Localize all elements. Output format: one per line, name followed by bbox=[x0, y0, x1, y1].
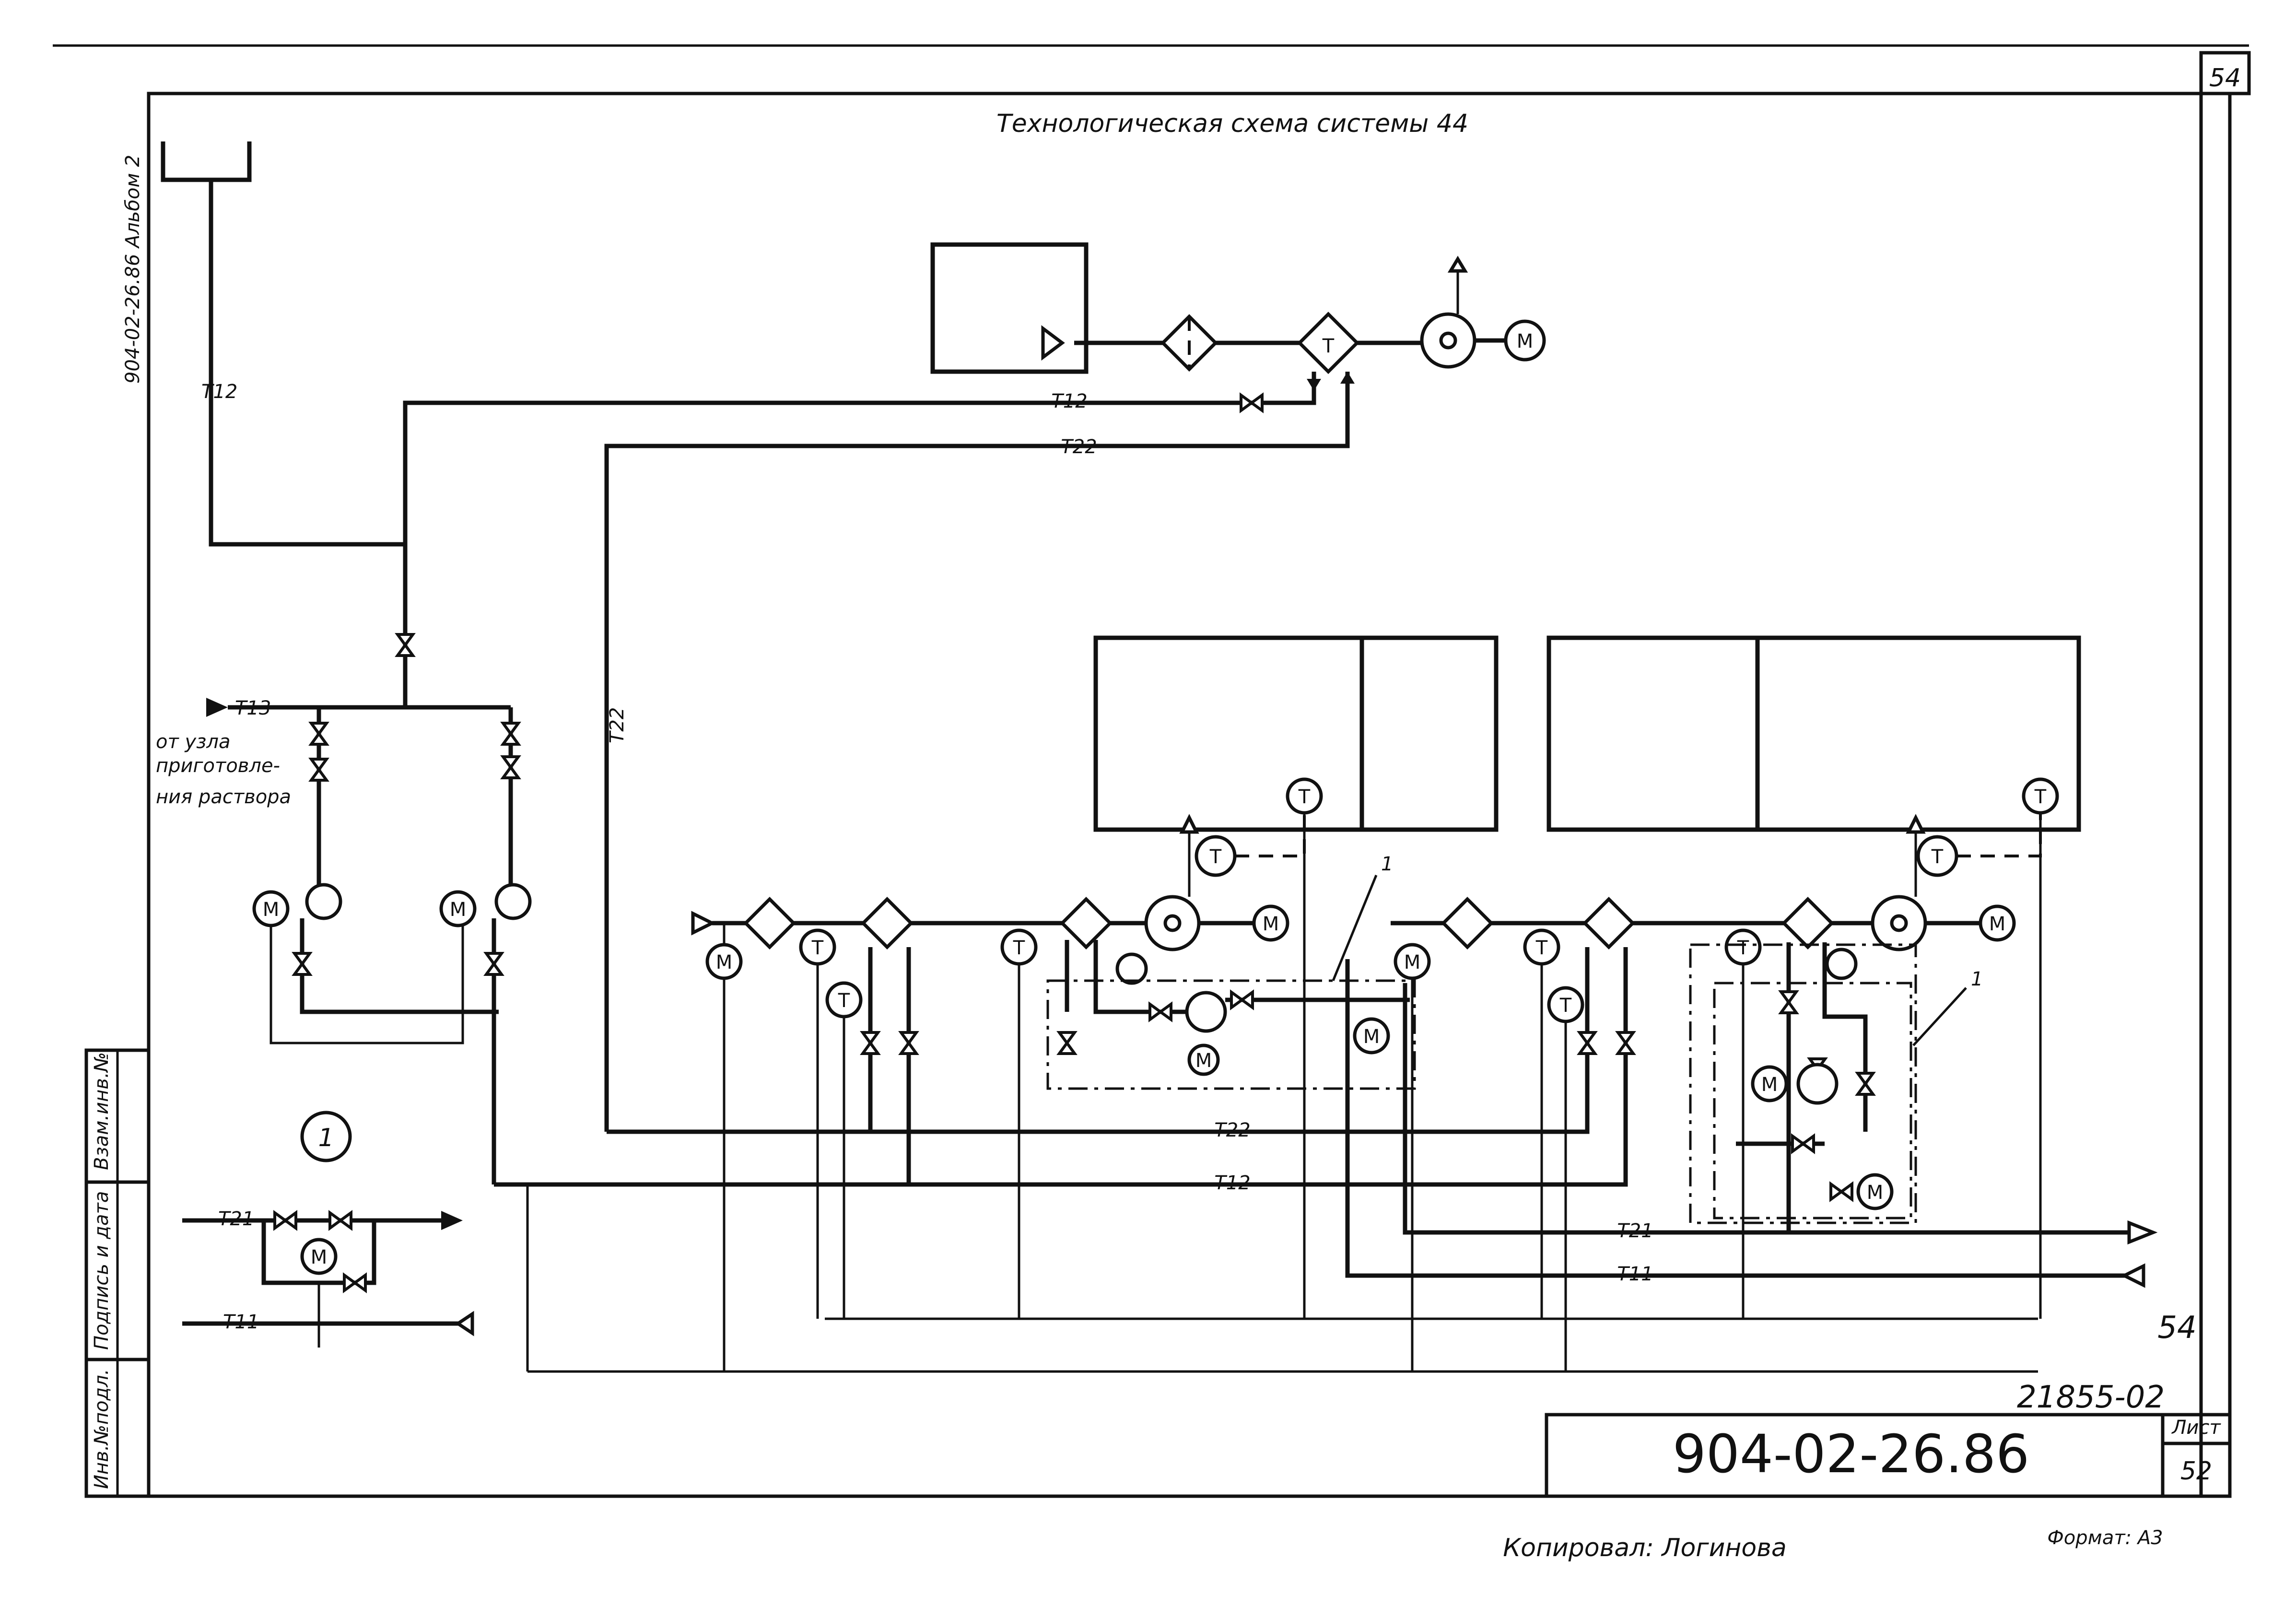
dosing-pump-2-motor: М bbox=[450, 899, 467, 921]
pipe-label-t12-top: Т12 bbox=[1051, 390, 1087, 412]
pipe-label-t13: Т13 bbox=[235, 697, 271, 719]
paper-format: Формат: А3 bbox=[2047, 1527, 2163, 1549]
unit-b-room-thermo: Т bbox=[2034, 786, 2047, 808]
top-fan-motor-mark: М bbox=[1517, 330, 1534, 352]
top-tank bbox=[161, 141, 405, 547]
archive-number: 21855-02 bbox=[2017, 1380, 2165, 1415]
unit-a-thermo-2: Т bbox=[838, 990, 850, 1012]
unit-a-pump-motor: М bbox=[1195, 1050, 1212, 1072]
unit-b-pump-motor: М bbox=[1761, 1074, 1778, 1096]
unit-b-valve-motor: М bbox=[1867, 1182, 1884, 1204]
unit-a-valve-motor: М bbox=[1363, 1026, 1380, 1048]
unit-b-regulator: Т bbox=[1931, 846, 1944, 868]
detail-valve-motor: М bbox=[311, 1246, 328, 1268]
unit-a-thermo-3: Т bbox=[1013, 937, 1025, 959]
unit-b-thermo-2: Т bbox=[1559, 995, 1572, 1017]
pipe-label-t12-bottom: Т12 bbox=[1214, 1172, 1250, 1194]
source-line-3: ния раствора bbox=[156, 786, 291, 808]
pipe-label-t21: Т21 bbox=[1617, 1220, 1653, 1242]
corner-sheet-number: 54 bbox=[2209, 64, 2241, 93]
drawing-title: Технологическая схема системы 44 bbox=[996, 109, 1468, 138]
unit-a-fan-motor: М bbox=[1263, 913, 1279, 935]
detail-1 bbox=[182, 1111, 474, 1348]
unit-a-regulator: Т bbox=[1209, 846, 1222, 868]
unit-a-thermo-1: Т bbox=[811, 937, 824, 959]
list-number: 52 bbox=[2180, 1457, 2212, 1486]
stamp-field-signature: Подпись и дата bbox=[91, 1191, 113, 1350]
pipe-label-t12-vertical: Т12 bbox=[201, 381, 237, 403]
side-code: 904-02-26.86 Альбом 2 bbox=[122, 155, 144, 384]
pipe-label-t22-top: Т22 bbox=[1061, 436, 1097, 458]
unit-b-damper-motor: М bbox=[1404, 951, 1421, 973]
unit-b-thermo-1: Т bbox=[1535, 937, 1548, 959]
detail-pipe-t21: Т21 bbox=[218, 1208, 254, 1230]
pipe-label-t22-bottom: Т22 bbox=[1214, 1119, 1250, 1141]
copied-by: Копировал: Логинова bbox=[1503, 1534, 1787, 1562]
unit-a-damper-motor: М bbox=[716, 951, 733, 973]
top-ventilation-unit: Т М bbox=[930, 242, 1546, 434]
detail-mark: 1 bbox=[318, 1124, 334, 1152]
stamp-field-replacement: Взам.инв.№ bbox=[91, 1052, 113, 1170]
unit-b-thermo-3: Т bbox=[1737, 937, 1749, 959]
unit-a-room-thermo: Т bbox=[1298, 786, 1311, 808]
heater-thermo-mark: Т bbox=[1322, 335, 1335, 357]
pipe-label-t11: Т11 bbox=[1617, 1263, 1653, 1285]
dosing-pump-group: М М bbox=[206, 544, 532, 1184]
callout-unit-a: 1 bbox=[1381, 853, 1393, 875]
dosing-pump-1-motor: М bbox=[263, 899, 280, 921]
detail-pipe-t11: Т11 bbox=[223, 1311, 259, 1333]
pipe-label-t22-vertical: Т22 bbox=[606, 707, 628, 743]
air-handling-units bbox=[1093, 635, 2081, 832]
source-line-2: приготовле- bbox=[156, 755, 280, 777]
unit-b-fan-motor: М bbox=[1989, 913, 2006, 935]
drawing-code: 904-02-26.86 bbox=[1673, 1423, 2029, 1485]
list-label: Лист bbox=[2171, 1417, 2221, 1439]
unit-b-line bbox=[1391, 777, 2059, 1372]
page-mark: 54 bbox=[2157, 1310, 2196, 1346]
unit-a-line bbox=[691, 777, 1416, 1372]
callout-unit-b: 1 bbox=[1971, 968, 1983, 990]
stamp-field-inventory: Инв.№подл. bbox=[91, 1369, 113, 1489]
sheet-frame bbox=[53, 44, 2251, 1498]
source-line-1: от узла bbox=[156, 731, 231, 753]
